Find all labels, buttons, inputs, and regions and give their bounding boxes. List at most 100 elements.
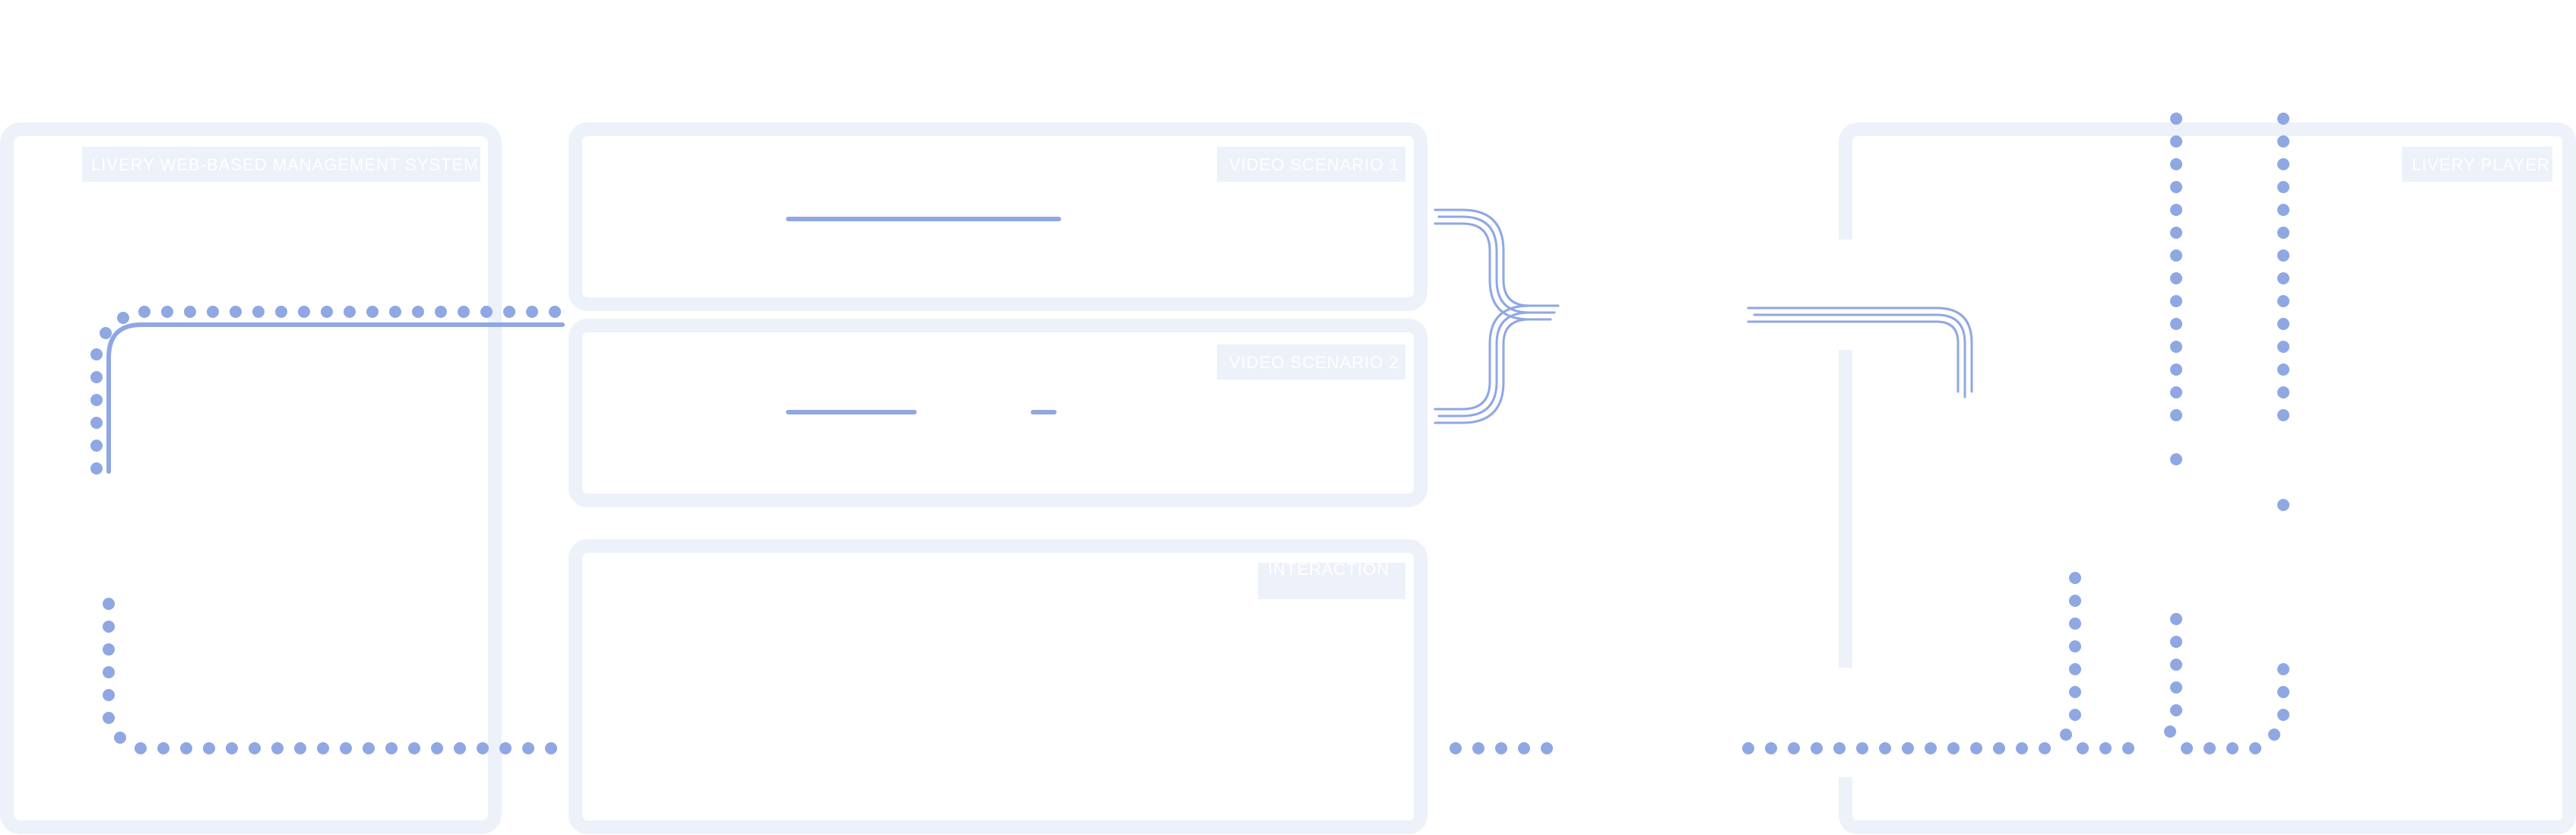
player-label-text: LIVERY PLAYER: [2412, 155, 2550, 174]
player-col-2-top-dot: [2170, 227, 2182, 239]
mgmt-top-row-dot: [298, 306, 310, 318]
player-col-2-corner-dot: [2164, 725, 2176, 738]
player-in-row-dot: [2039, 742, 2051, 754]
player-in-corner-dot: [2060, 729, 2072, 741]
player-col-3-top-dot: [2277, 204, 2289, 216]
player-col-2-top-dot: [2170, 113, 2182, 125]
player-col-2-top-dot: [2170, 158, 2182, 170]
mgmt-top-row-dot: [344, 306, 356, 318]
mgmt-top-row-dot: [549, 306, 561, 318]
panel-video-scenario-2-frame: [569, 319, 1427, 507]
mgmt-top-col-dot: [90, 348, 103, 360]
panel-scenario1-label: VIDEO SCENARIO 1: [1217, 147, 1405, 182]
player-col-1-dot: [2069, 640, 2081, 652]
player-col-2-top-dot: [2170, 386, 2182, 398]
player-col-3-join-dot: [2181, 742, 2193, 754]
player-col-1-dot: [2069, 572, 2081, 584]
player-col-1-join-dot: [2122, 742, 2134, 754]
player-col-2-top-dot: [2170, 364, 2182, 376]
mgmt-top-row-dot: [230, 306, 242, 318]
player-col-3-top-dot: [2277, 158, 2289, 170]
player-col-1-dot: [2069, 663, 2081, 675]
mgmt-top-row-dot: [252, 306, 265, 318]
player-col-1-dot: [2069, 686, 2081, 698]
mgmt-bottom-col-dot: [103, 621, 115, 633]
player-col-2-bottom-dot: [2170, 613, 2182, 625]
player-in-row-dot: [1856, 742, 1868, 754]
mgmt-bottom-col-dot: [103, 598, 115, 610]
mgmt-top-row-dot: [184, 306, 196, 318]
interaction-out-row-dot: [1472, 742, 1484, 754]
player-col-3-top-dot: [2277, 135, 2289, 148]
mgmt-bottom-row-dot: [545, 742, 557, 754]
dotted-connectors: [90, 113, 2289, 754]
mgmt-top-row-dot: [480, 306, 493, 318]
player-col-1-join-dot: [2077, 742, 2089, 754]
player-col-3-top-dot: [2277, 272, 2289, 284]
panel-scenario2-label: VIDEO SCENARIO 2: [1217, 344, 1405, 379]
mgmt-bottom-row-dot: [157, 742, 170, 754]
player-col-3-top-dot: [2277, 386, 2289, 398]
interaction-out-row-dot: [1518, 742, 1530, 754]
player-col-2-bottom-dot: [2170, 704, 2182, 716]
player-col-2-bottom-dot: [2170, 659, 2182, 671]
mgmt-top-col-dot: [90, 394, 103, 406]
mgmt-bottom-row-dot: [363, 742, 375, 754]
player-col-2-top-dot: [2170, 272, 2182, 284]
mgmt-bottom-corner-dot: [114, 732, 126, 744]
mgmt-top-col-dot: [90, 440, 103, 452]
player-col-2-top-dot: [2170, 204, 2182, 216]
mgmt-bottom-row-dot: [431, 742, 443, 754]
player-in-row-dot: [1788, 742, 1800, 754]
mgmt-top-row-dot: [366, 306, 379, 318]
player-col-1-dot: [2069, 595, 2081, 607]
mgmt-top-row-dot: [503, 306, 515, 318]
mgmt-top-row-dot: [161, 306, 173, 318]
mgmt-top-row-dot: [275, 306, 287, 318]
player-col-3-top-dot: [2277, 113, 2289, 125]
player-col-3-top-dot: [2277, 295, 2289, 307]
player-col-2-top-dot: [2170, 318, 2182, 330]
mgmt-bottom-row-dot: [226, 742, 238, 754]
mgmt-top-corner-dot: [117, 312, 129, 324]
mgmt-top-row-dot: [138, 306, 151, 318]
player-col-1-dot: [2069, 618, 2081, 630]
player-col-3-bottom-dot: [2277, 663, 2289, 675]
player-col-3-join-dot: [2249, 742, 2261, 754]
player-in-row-dot: [1765, 742, 1777, 754]
player-in-row-dot: [1879, 742, 1891, 754]
mgmt-bottom-row-dot: [522, 742, 534, 754]
player-in-row-dot: [1925, 742, 1937, 754]
player-col-3-top-dot: [2277, 341, 2289, 353]
player-in-row-dot: [1993, 742, 2005, 754]
mgmt-top-row-dot: [412, 306, 424, 318]
player-col-2-top-dot: [2170, 341, 2182, 353]
panel-interaction-label: INTERACTION: [1258, 560, 1405, 599]
panel-player-frame: [1839, 122, 2576, 834]
interaction-out-row-dot: [1450, 742, 1462, 754]
player-col-2-top-dot: [2170, 295, 2182, 307]
player-col-3-top-dot: [2277, 249, 2289, 262]
player-col-1-join-dot: [2099, 742, 2112, 754]
player-col-1-dot: [2069, 709, 2081, 721]
player-col-2-bottom-dot: [2170, 681, 2182, 694]
player-col-3-top-dot: [2277, 227, 2289, 239]
player-feed-elbow: [1747, 306, 1973, 398]
mgmt-top-col-dot: [90, 462, 103, 475]
mgmt-top-corner-dot: [100, 327, 112, 339]
player-in-row-dot: [2016, 742, 2028, 754]
mgmt-bottom-row-dot: [180, 742, 192, 754]
panel-interaction-frame: [569, 539, 1427, 834]
mgmt-top-row-dot: [207, 306, 219, 318]
mgmt-top-row-dot: [526, 306, 538, 318]
player-col-2-top-dot: [2170, 409, 2182, 421]
panel-video-scenario-1-frame: [569, 122, 1427, 311]
player-col-3-join-dot: [2204, 742, 2216, 754]
player-col-3-top-dot: [2277, 318, 2289, 330]
player-col-2-top-dot: [2170, 135, 2182, 148]
player-in-row-dot: [1811, 742, 1823, 754]
player-col-3-top-dot: [2277, 409, 2289, 421]
mgmt-top-col-dot: [90, 417, 103, 429]
mgmt-top-col-dot: [90, 371, 103, 383]
